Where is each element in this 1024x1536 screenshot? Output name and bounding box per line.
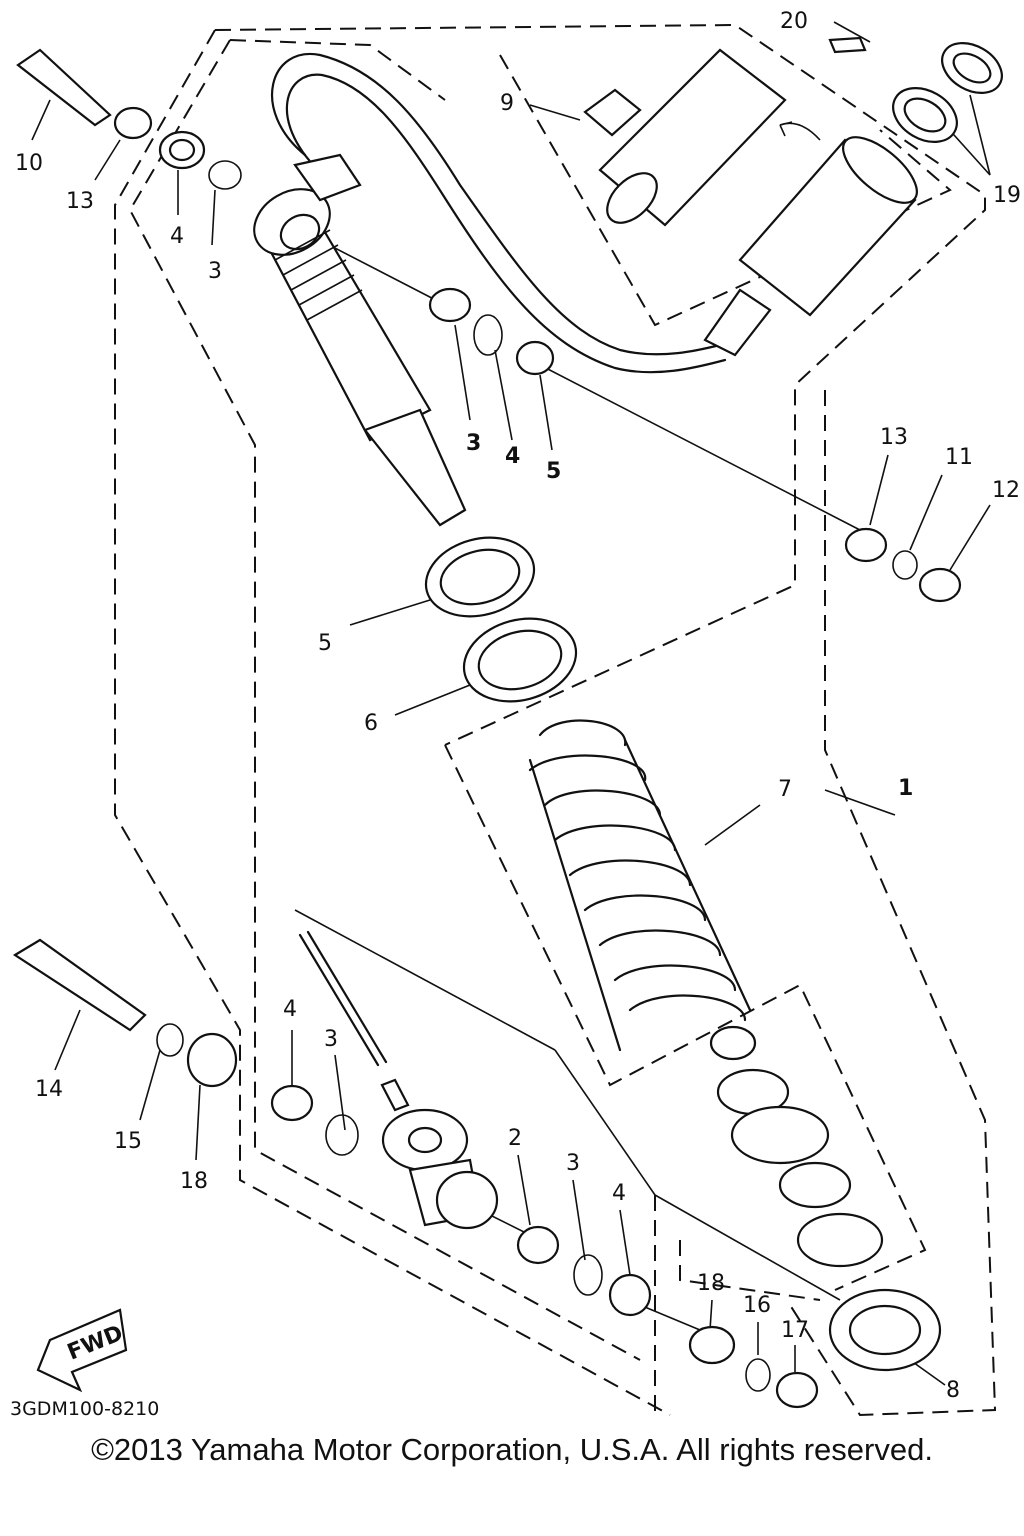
callout-3: 3 [324,1027,338,1052]
reservoir-cover [583,48,821,227]
lower-mount-hardware [12,938,359,1156]
shock-spring [528,719,752,1052]
callout-14: 14 [35,1077,63,1102]
callout-12: 12 [992,478,1020,503]
callout-4: 4 [283,997,297,1022]
top-mount-hardware [16,48,242,190]
upper-collar-hardware [428,287,962,603]
callout-4: 4 [505,444,520,469]
callout-5: 5 [546,459,561,484]
callout-5: 5 [318,631,332,656]
callout-4: 4 [170,224,184,249]
spring-adjuster-nuts [424,536,578,703]
reservoir-canister [703,136,918,357]
reservoir-clamp [828,36,1003,143]
callout-15: 15 [114,1129,142,1154]
callout-labels: 20 9 10 13 4 3 19 3 4 5 13 11 12 5 6 7 1… [15,9,1021,1403]
shock-body [253,153,467,527]
callout-13: 13 [880,425,908,450]
callout-4: 4 [612,1181,626,1206]
callout-18: 18 [697,1271,725,1296]
bump-stop-stack [709,1025,942,1372]
callout-3: 3 [566,1151,580,1176]
callout-19: 19 [993,183,1021,208]
callout-10: 10 [15,151,43,176]
fwd-arrow-icon: FWD [36,1308,128,1393]
reservoir-hose [270,52,727,374]
callout-13: 13 [66,189,94,214]
callout-3: 3 [466,431,481,456]
callout-8: 8 [946,1378,960,1403]
callout-1: 1 [898,776,913,801]
callout-9: 9 [500,91,514,116]
callout-6: 6 [364,711,378,736]
callout-17: 17 [781,1318,809,1343]
callout-11: 11 [945,445,973,470]
drawing-code: 3GDM100-8210 [10,1398,160,1420]
callout-2: 2 [508,1126,522,1151]
copyright-notice: ©2013 Yamaha Motor Corporation, U.S.A. A… [91,1432,933,1467]
callout-7: 7 [778,777,792,802]
callout-3: 3 [208,259,222,284]
callout-16: 16 [743,1293,771,1318]
callout-20: 20 [780,9,808,34]
lower-collar-hardware [516,1225,819,1409]
lower-clevis [298,930,499,1230]
callout-18: 18 [180,1169,208,1194]
